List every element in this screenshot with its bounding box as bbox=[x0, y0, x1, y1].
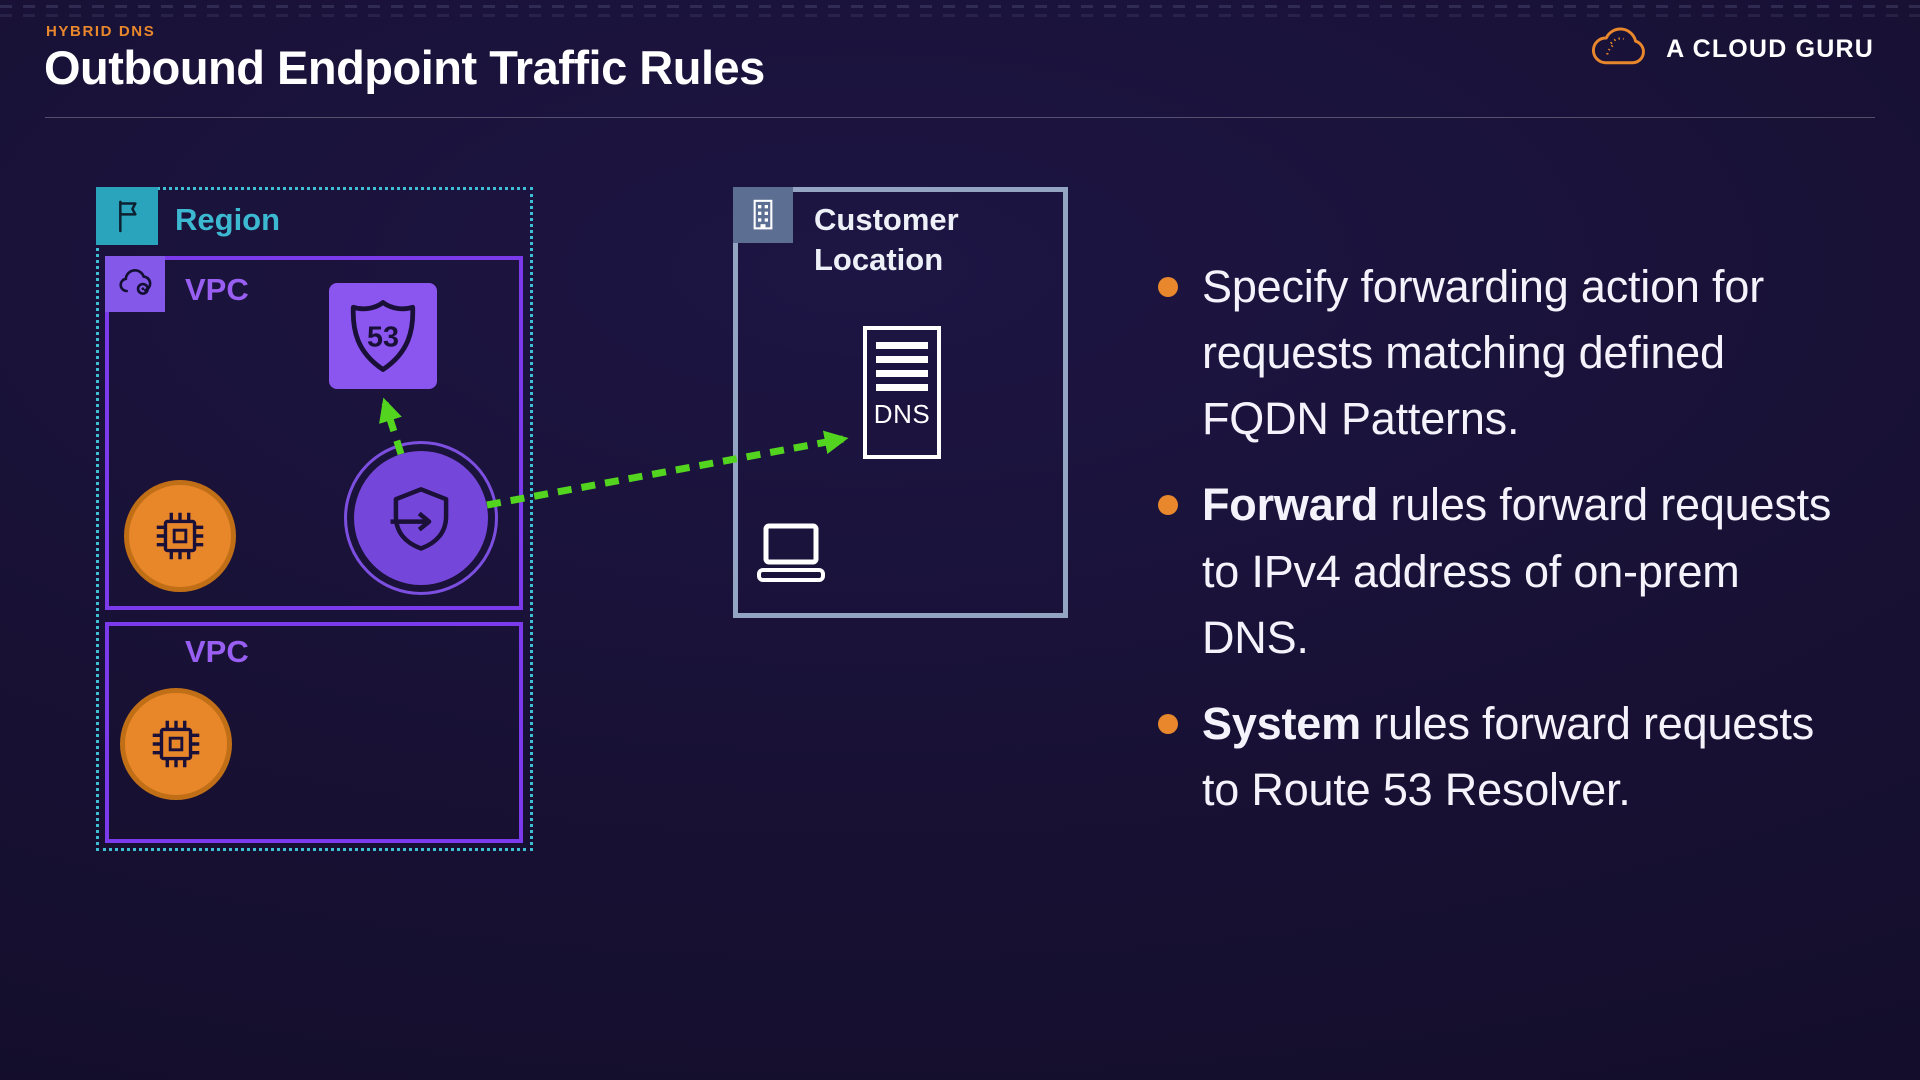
acg-cloud-icon bbox=[1592, 27, 1645, 65]
bullet-list: Specify forwarding action for requests m… bbox=[1158, 254, 1834, 843]
chip-icon bbox=[156, 512, 204, 560]
bullet-item: Forward rules forward requests to IPv4 a… bbox=[1158, 472, 1834, 670]
vpc-container-2: VPC bbox=[105, 622, 523, 843]
dns-server-slot bbox=[876, 370, 928, 377]
bullet-dot-icon bbox=[1158, 713, 1178, 734]
brand-logo: A CLOUD GURU bbox=[1587, 26, 1874, 72]
shield-arrow-icon bbox=[390, 487, 449, 551]
bullet-item: Specify forwarding action for requests m… bbox=[1158, 254, 1834, 452]
vpc1-label: VPC bbox=[185, 272, 249, 307]
region-label: Region bbox=[175, 202, 281, 237]
ec2-instance-icon bbox=[120, 688, 232, 800]
vpc-badge bbox=[105, 256, 165, 312]
customer-location-container: Customer Location DNS bbox=[733, 187, 1068, 618]
top-dash-texture bbox=[0, 5, 1920, 8]
dns-server-slot bbox=[876, 342, 928, 349]
flag-icon bbox=[119, 200, 137, 233]
bullet-text: Forward rules forward requests to IPv4 a… bbox=[1202, 479, 1832, 663]
dns-server-icon: DNS bbox=[863, 326, 941, 459]
ec2-instance-icon bbox=[124, 480, 236, 592]
region-badge bbox=[96, 187, 158, 245]
bullet-dot-icon bbox=[1158, 495, 1178, 516]
chip-icon bbox=[152, 720, 200, 768]
route-shield-icon: 53 bbox=[350, 300, 416, 372]
route53-service-icon: 53 bbox=[329, 283, 437, 389]
bullet-text: Specify forwarding action for requests m… bbox=[1202, 261, 1764, 445]
customer-badge bbox=[733, 187, 793, 243]
customer-location-label: Customer Location bbox=[814, 202, 959, 277]
region-container: Region VPC 53 bbox=[96, 187, 533, 851]
bullet-item: System rules forward requests to Route 5… bbox=[1158, 691, 1834, 823]
brand-name: A CLOUD GURU bbox=[1666, 34, 1874, 63]
vpc-container-1: VPC 53 bbox=[105, 256, 523, 610]
bullet-dot-icon bbox=[1158, 277, 1178, 297]
route53-number: 53 bbox=[367, 322, 399, 354]
vpc2-label: VPC bbox=[185, 634, 249, 669]
vpc-cloud-icon bbox=[119, 269, 152, 295]
top-dash-texture bbox=[0, 14, 1920, 17]
resolver-outbound-endpoint-icon bbox=[344, 441, 498, 595]
bullet-text: System rules forward requests to Route 5… bbox=[1202, 697, 1814, 815]
dns-server-slot bbox=[876, 384, 928, 391]
laptop-icon bbox=[757, 523, 825, 582]
page-title: Outbound Endpoint Traffic Rules bbox=[44, 41, 765, 94]
dns-label: DNS bbox=[873, 399, 931, 429]
dns-server-slot bbox=[876, 356, 928, 363]
lesson-tag: HYBRID DNS bbox=[46, 23, 156, 40]
building-icon bbox=[753, 199, 773, 230]
header-divider bbox=[45, 117, 1875, 118]
